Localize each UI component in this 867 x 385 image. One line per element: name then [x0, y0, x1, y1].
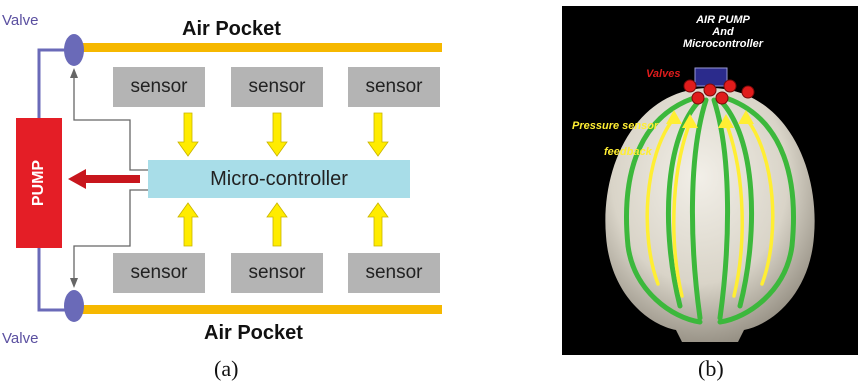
pump-tube-bottom — [37, 248, 66, 312]
top-sensor-2: sensor — [231, 67, 323, 107]
bottom-valve-label: Valve — [2, 330, 39, 347]
valves-label: Valves — [646, 68, 681, 80]
bottom-valve-shape — [64, 290, 84, 322]
panel-a-wiring — [37, 34, 442, 322]
air-pump-label-line2: And — [712, 26, 734, 38]
bottom-sensor-2: sensor — [231, 253, 323, 293]
bottom-sensor-1: sensor — [113, 253, 205, 293]
bottom-sensor-3: sensor — [348, 253, 440, 293]
panel-b-photo: AIR PUMP And Microcontroller Valves Pres… — [562, 6, 858, 355]
top-air-pocket-bar — [80, 43, 442, 52]
feedback-label-line1: Pressure sensor — [572, 120, 659, 132]
pump-tube-top — [37, 48, 66, 118]
yellow-arrows-top — [177, 112, 389, 157]
green-tubes — [624, 93, 796, 325]
top-sensor-1: sensor — [113, 67, 205, 107]
air-pump-label-line3: Microcontroller — [682, 38, 764, 50]
micro-controller-box: Micro-controller — [148, 160, 410, 198]
top-valve-label: Valve — [2, 12, 39, 29]
bottom-air-pocket-label: Air Pocket — [204, 322, 303, 344]
control-line-top — [73, 72, 148, 171]
red-valves — [683, 79, 755, 105]
top-valve-shape — [64, 34, 84, 66]
air-pump-box — [694, 67, 728, 87]
skull-illustration — [605, 67, 815, 342]
feedback-label-line2: feedback — [604, 146, 652, 158]
caption-a: (a) — [214, 356, 239, 381]
pump-label: PUMP — [30, 159, 47, 207]
air-pump-label: AIR PUMP And Microcontroller — [658, 14, 788, 50]
air-pump-label-line1: AIR PUMP — [696, 14, 750, 26]
red-arrow-head — [68, 169, 86, 189]
feedback-arrow-heads — [666, 110, 754, 128]
caption-b: (b) — [698, 356, 724, 381]
control-line-bottom — [73, 189, 148, 284]
top-sensor-3: sensor — [348, 67, 440, 107]
pump-block: PUMP — [16, 118, 62, 248]
feedback-arrows — [645, 116, 775, 298]
yellow-arrows-bottom — [177, 202, 389, 247]
top-air-pocket-label: Air Pocket — [182, 18, 281, 40]
bottom-air-pocket-bar — [80, 305, 442, 314]
